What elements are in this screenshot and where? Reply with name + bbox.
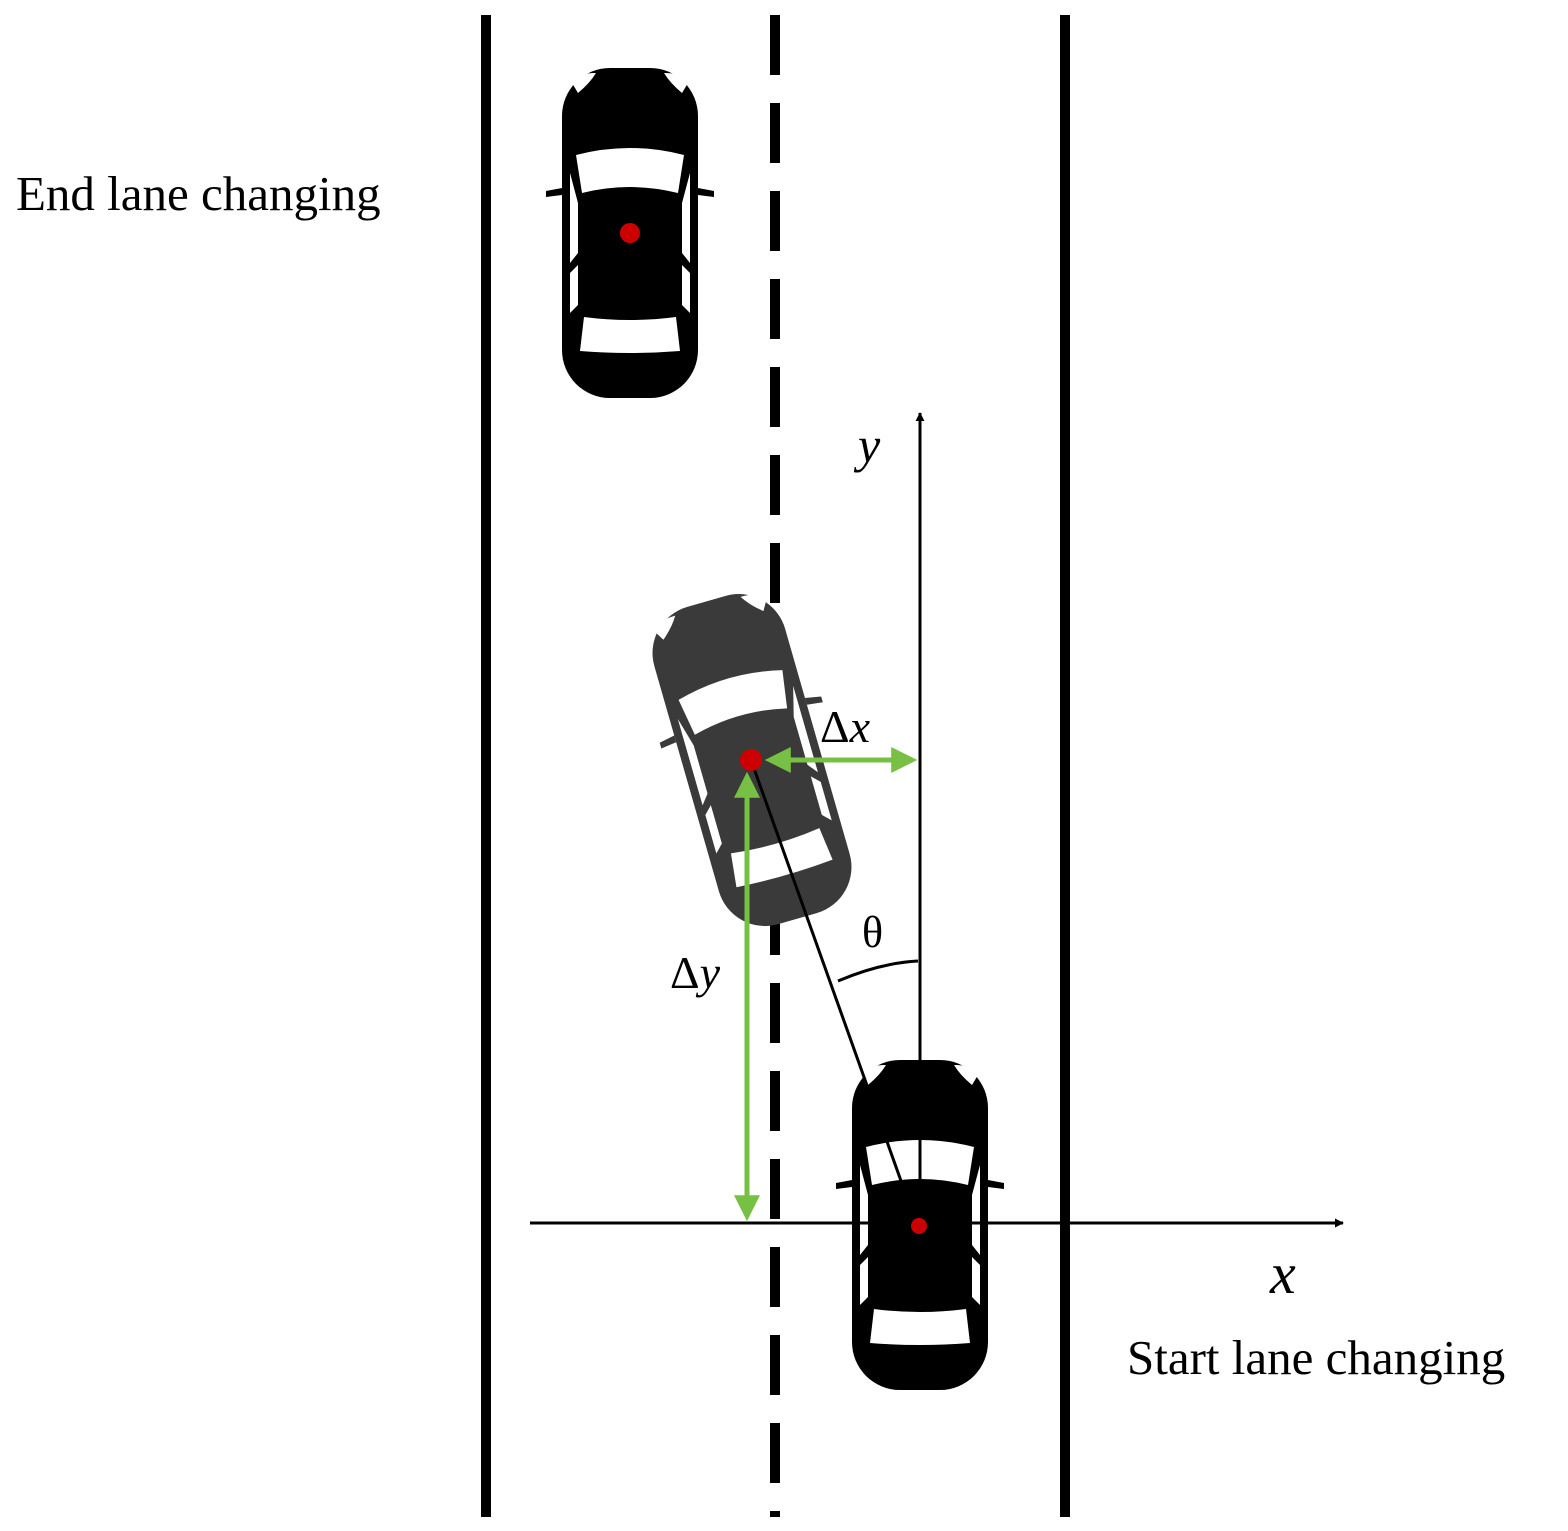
delta-y-label: Δy xyxy=(670,947,721,998)
heading-line xyxy=(749,759,918,1224)
delta-x-variable: x xyxy=(849,701,871,752)
delta-x-symbol: Δ xyxy=(820,701,850,752)
theta-label: θ xyxy=(862,908,883,957)
start-lane-changing-label: Start lane changing xyxy=(1127,1330,1505,1385)
delta-y-symbol: Δ xyxy=(670,947,700,998)
center-point-mid xyxy=(740,749,762,771)
x-axis-label: x xyxy=(1269,1241,1296,1306)
delta-x-label: Δx xyxy=(820,701,871,752)
theta-arc xyxy=(837,959,919,983)
delta-y-variable: y xyxy=(696,947,721,998)
end-lane-changing-label: End lane changing xyxy=(16,166,381,221)
center-point-end xyxy=(620,223,640,243)
y-axis-label: y xyxy=(853,417,881,473)
center-point-start xyxy=(911,1218,927,1234)
